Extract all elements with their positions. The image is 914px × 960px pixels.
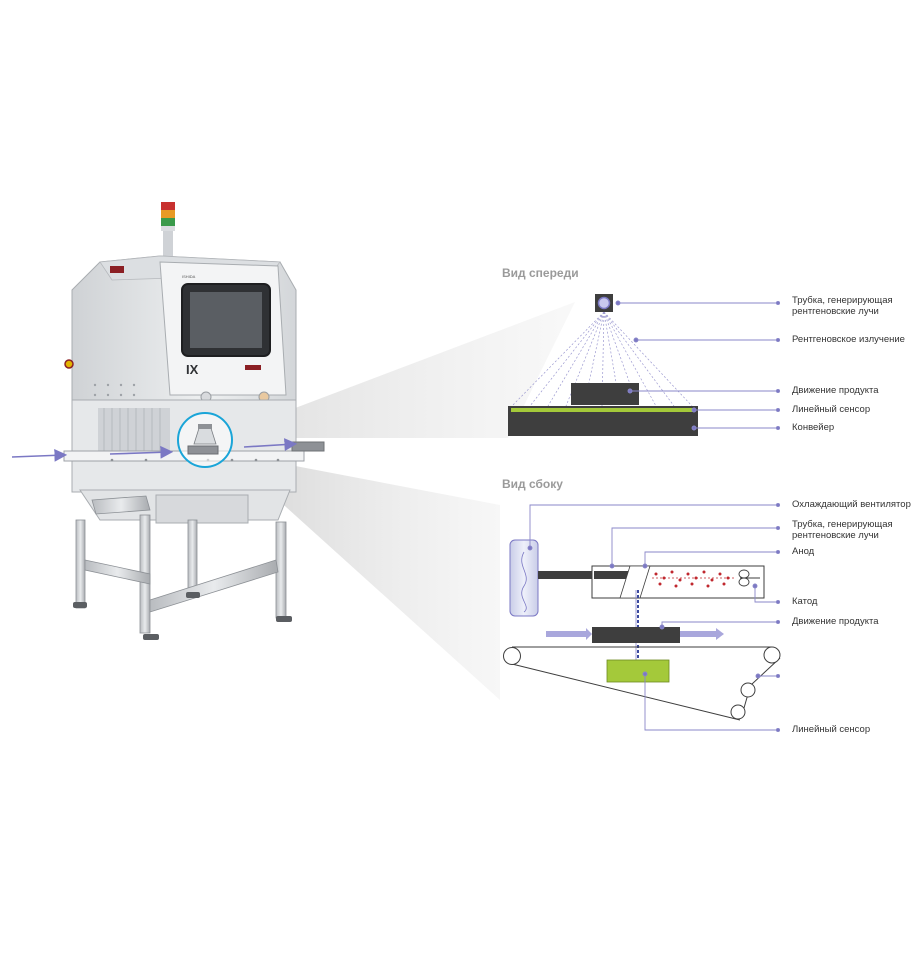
leader-lines [527, 300, 781, 733]
label-side-tube-line1: Трубка, генерирующая [792, 519, 893, 530]
label-front-sensor: Линейный сенсор [792, 404, 871, 415]
product-side [592, 627, 680, 643]
front-view-diagram [508, 294, 698, 436]
product-flow-arrow-mid [109, 445, 174, 459]
signal-light-green [161, 218, 175, 226]
flow-arrow-right [680, 628, 724, 640]
signal-light-orange [161, 210, 175, 218]
cabinet-label-plate [110, 266, 124, 273]
curtain-strips [98, 408, 170, 454]
label-side-cathode: Катод [792, 596, 818, 607]
product-flow-arrow-in [11, 448, 68, 462]
xray-tube-side [591, 565, 765, 599]
label-front-product: Движение продукта [792, 385, 879, 396]
machine-logo: IX [186, 362, 199, 377]
product-flow-arrow-out [243, 438, 298, 451]
label-front-radiation: Рентгеновское излучение [792, 334, 905, 345]
support-frame [75, 495, 287, 634]
tube-shaft [538, 571, 594, 579]
cooling-fan [509, 539, 539, 617]
label-side-product: Движение продукта [792, 616, 879, 627]
xray-machine: IX ISHIDA [11, 202, 325, 640]
line-sensor-front [511, 408, 694, 412]
line-sensor-side [606, 659, 670, 683]
projection-cone-side [222, 452, 500, 700]
product-front [571, 383, 639, 405]
flow-arrow-left [546, 628, 592, 640]
xray-beam-side [635, 590, 639, 660]
label-side-tube-line2: рентгеновские лучи [792, 530, 879, 541]
side-view-title: Вид сбоку [502, 477, 563, 491]
signal-light-red [161, 202, 175, 210]
emergency-stop [64, 359, 74, 369]
machine-brand: ISHIDA [182, 274, 196, 279]
label-front-conveyor: Конвейер [792, 422, 835, 433]
projection-cone-front [218, 302, 575, 438]
label-side-anode: Анод [792, 546, 815, 557]
label-side-fan: Охлаждающий вентилятор [792, 499, 911, 510]
cathode [738, 569, 760, 587]
electron-beam [654, 570, 730, 588]
side-view-diagram [503, 539, 781, 721]
label-front-tube-line1: Трубка, генерирующая [792, 295, 893, 306]
label-side-sensor: Линейный сенсор [792, 724, 871, 735]
label-front-tube-line2: рентгеновские лучи [792, 306, 879, 317]
front-view-title: Вид спереди [502, 266, 579, 280]
signal-tower-pole [163, 230, 173, 258]
